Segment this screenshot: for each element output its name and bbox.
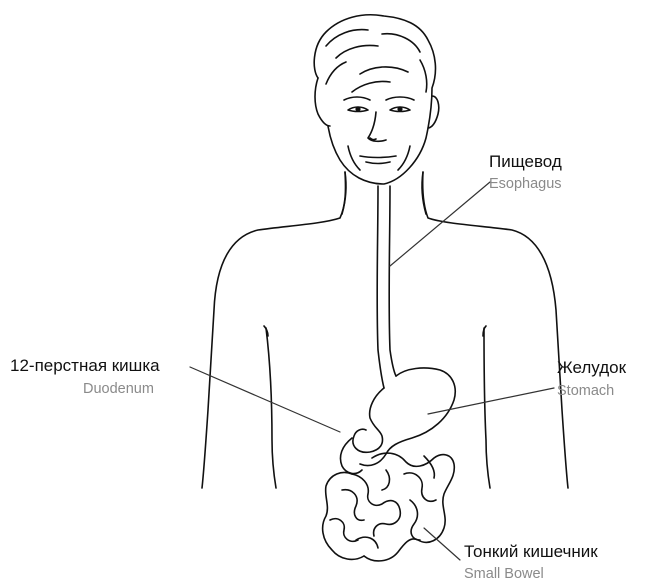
esophagus-label: Пищевод Esophagus <box>489 152 562 192</box>
stomach-label-ru: Желудок <box>557 358 626 378</box>
body-outline <box>202 172 345 488</box>
stomach-organ <box>353 368 455 466</box>
esophagus-label-en: Esophagus <box>489 176 562 193</box>
stomach-label: Желудок Stomach <box>557 358 626 399</box>
esophagus-leader <box>390 182 490 266</box>
left-arm-inner <box>266 328 276 488</box>
stomach-leader <box>428 388 554 414</box>
small-bowel-label-en: Small Bowel <box>464 566 598 583</box>
stomach-label-en: Stomach <box>557 383 626 400</box>
duodenum-label-en: Duodenum <box>10 381 160 398</box>
right-arm-inner <box>484 328 490 488</box>
small-bowel-label: Тонкий кишечник Small Bowel <box>464 542 598 582</box>
head <box>314 15 439 184</box>
duodenum-organ <box>340 438 362 473</box>
duodenum-leader <box>190 367 340 432</box>
esophagus-organ <box>377 186 396 388</box>
duodenum-label: 12-перстная кишка Duodenum <box>10 356 160 397</box>
neck-left <box>342 172 346 214</box>
esophagus-label-ru: Пищевод <box>489 152 562 172</box>
small-bowel-organ <box>323 453 455 561</box>
duodenum-label-ru: 12-перстная кишка <box>10 356 160 376</box>
small-bowel-label-ru: Тонкий кишечник <box>464 542 598 562</box>
body-outline-right <box>423 172 568 488</box>
